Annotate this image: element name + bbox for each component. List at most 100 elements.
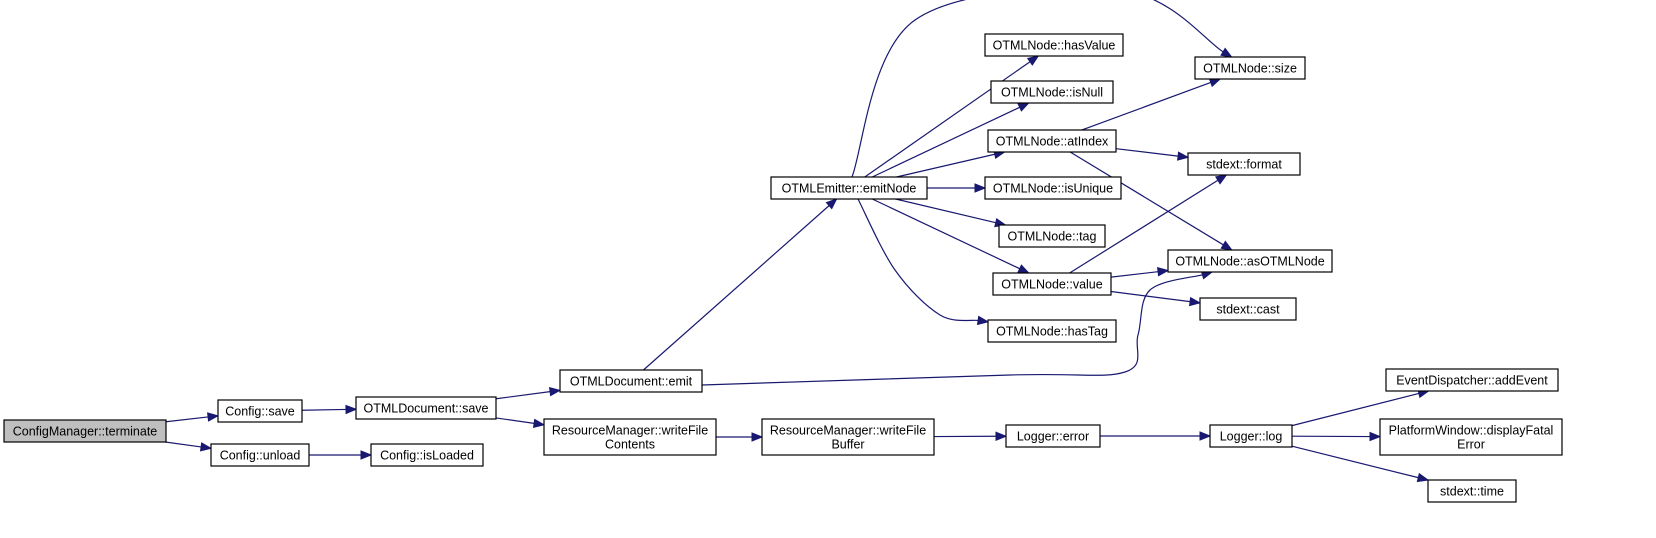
node-label: OTMLNode::atIndex xyxy=(996,135,1109,149)
node-cfg-unload[interactable]: Config::unload xyxy=(210,443,310,467)
node-value[interactable]: OTMLNode::value xyxy=(992,272,1112,296)
edge-emitter-to-size xyxy=(851,0,1233,178)
node-box[interactable] xyxy=(217,399,303,423)
node-is-unique[interactable]: OTMLNode::isUnique xyxy=(984,176,1122,200)
node-doc-save[interactable]: OTMLDocument::save xyxy=(355,396,497,420)
node-box[interactable] xyxy=(543,418,717,456)
node-label: Config::unload xyxy=(220,449,301,463)
node-box[interactable] xyxy=(1427,479,1517,503)
node-label: Logger::log xyxy=(1220,430,1283,444)
node-cfg-isloaded[interactable]: Config::isLoaded xyxy=(370,443,484,467)
node-tag[interactable]: OTMLNode::tag xyxy=(998,224,1106,248)
node-format[interactable]: stdext::format xyxy=(1187,152,1301,176)
edge-cfg_unload-to-cfg_isloaded xyxy=(309,450,373,460)
edge-value-to-cast xyxy=(1110,290,1202,307)
node-box[interactable] xyxy=(1005,424,1101,448)
edge-logger_log-to-display_fatal xyxy=(1291,431,1382,442)
node-box[interactable] xyxy=(1379,418,1563,456)
node-label: stdext::cast xyxy=(1216,303,1280,317)
node-cfg-save[interactable]: Config::save xyxy=(217,399,303,423)
node-box[interactable] xyxy=(990,80,1114,104)
node-box[interactable] xyxy=(987,129,1117,153)
edge-value-to-format xyxy=(1069,174,1228,274)
node-box[interactable] xyxy=(1199,297,1297,321)
node-logger-error[interactable]: Logger::error xyxy=(1005,424,1101,448)
edge-at_index-to-as_otml xyxy=(1069,151,1234,251)
edge-emitter-to-has_tag xyxy=(857,198,990,326)
node-label: OTMLNode::hasValue xyxy=(993,39,1116,53)
node-label: Logger::error xyxy=(1017,430,1089,444)
node-box[interactable] xyxy=(987,319,1117,343)
node-label: Error xyxy=(1457,438,1485,452)
node-box[interactable] xyxy=(984,33,1124,57)
node-label: OTMLNode::tag xyxy=(1008,230,1097,244)
edge-cm_terminate-to-cfg_save xyxy=(165,412,220,423)
node-box[interactable] xyxy=(370,443,484,467)
node-label: Config::isLoaded xyxy=(380,449,474,463)
node-doc-emit[interactable]: OTMLDocument::emit xyxy=(559,369,703,393)
node-label: OTMLNode::isNull xyxy=(1001,86,1103,100)
node-at-index[interactable]: OTMLNode::atIndex xyxy=(987,129,1117,153)
node-box[interactable] xyxy=(1194,56,1306,80)
node-label: OTMLDocument::save xyxy=(363,402,488,416)
node-cm-terminate[interactable]: ConfigManager::terminate xyxy=(3,419,167,443)
node-box[interactable] xyxy=(1209,424,1293,448)
node-box[interactable] xyxy=(770,176,928,200)
nodes-layer: ConfigManager::terminate Config::saveConf… xyxy=(3,33,1563,503)
edge-emitter-to-at_index xyxy=(896,149,1006,178)
node-label: Buffer xyxy=(831,438,864,452)
node-label: OTMLNode::isUnique xyxy=(993,182,1113,196)
node-label: Config::save xyxy=(225,405,295,419)
edge-doc_save-to-rm_writecont xyxy=(495,417,546,428)
node-label: ResourceManager::writeFile xyxy=(552,424,708,438)
node-box[interactable] xyxy=(1187,152,1301,176)
edge-emitter-to-is_unique xyxy=(927,183,987,193)
node-box[interactable] xyxy=(761,418,935,456)
node-box[interactable] xyxy=(3,419,167,443)
edge-emitter-to-has_value xyxy=(864,55,1040,178)
edge-logger_error-to-logger_log xyxy=(1100,431,1212,441)
node-label: OTMLNode::hasTag xyxy=(996,325,1108,339)
node-label: stdext::format xyxy=(1206,158,1282,172)
edge-emitter-to-is_null xyxy=(872,102,1030,178)
edge-rm_writebuf-to-logger_error xyxy=(933,431,1008,442)
node-time[interactable]: stdext::time xyxy=(1427,479,1517,503)
edge-at_index-to-format xyxy=(1115,148,1190,161)
node-add-event[interactable]: EventDispatcher::addEvent xyxy=(1385,368,1559,392)
node-has-tag[interactable]: OTMLNode::hasTag xyxy=(987,319,1117,343)
node-size[interactable]: OTMLNode::size xyxy=(1194,56,1306,80)
edge-emitter-to-tag xyxy=(895,198,1007,228)
edge-rm_writecont-to-rm_writebuf xyxy=(716,432,764,442)
edge-cfg_save-to-doc_save xyxy=(301,404,358,415)
node-box[interactable] xyxy=(355,396,497,420)
node-box[interactable] xyxy=(1167,249,1333,273)
edge-value-to-as_otml xyxy=(1110,267,1170,278)
node-as-otml[interactable]: OTMLNode::asOTMLNode xyxy=(1167,249,1333,273)
node-label: EventDispatcher::addEvent xyxy=(1396,374,1548,388)
node-box[interactable] xyxy=(998,224,1106,248)
edge-doc_emit-to-as_otml xyxy=(701,270,1214,386)
node-label: stdext::time xyxy=(1440,485,1504,499)
node-box[interactable] xyxy=(984,176,1122,200)
edge-doc_save-to-doc_emit xyxy=(495,387,562,400)
edge-cm_terminate-to-cfg_unload xyxy=(165,441,213,452)
node-label: OTMLNode::asOTMLNode xyxy=(1175,255,1324,269)
node-box[interactable] xyxy=(559,369,703,393)
node-emitter[interactable]: OTMLEmitter::emitNode xyxy=(770,176,928,200)
node-has-value[interactable]: OTMLNode::hasValue xyxy=(984,33,1124,57)
node-label: ResourceManager::writeFile xyxy=(770,424,926,438)
node-box[interactable] xyxy=(210,443,310,467)
node-logger-log[interactable]: Logger::log xyxy=(1209,424,1293,448)
node-label: ConfigManager::terminate xyxy=(13,425,158,439)
node-cast[interactable]: stdext::cast xyxy=(1199,297,1297,321)
node-box[interactable] xyxy=(992,272,1112,296)
node-label: OTMLNode::value xyxy=(1001,278,1102,292)
node-box[interactable] xyxy=(1385,368,1559,392)
node-is-null[interactable]: OTMLNode::isNull xyxy=(990,80,1114,104)
node-label: OTMLDocument::emit xyxy=(570,375,693,389)
node-label: PlatformWindow::displayFatal xyxy=(1389,424,1554,438)
